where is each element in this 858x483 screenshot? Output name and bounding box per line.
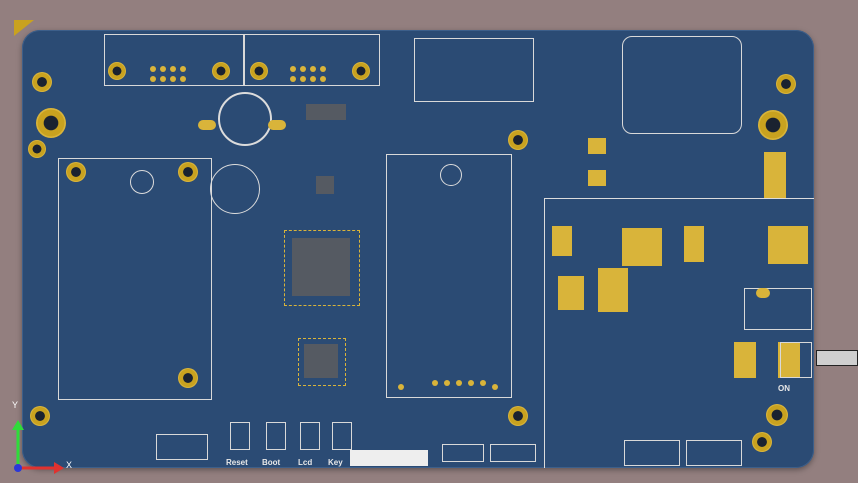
dc-jack [752,432,772,452]
usb-connector-1 [104,34,244,86]
power-switch-lever[interactable] [816,350,858,366]
power-switch[interactable] [780,342,812,378]
usb-shield-pad [250,62,268,80]
mounting-hole [30,406,50,426]
usb-pin [170,76,176,82]
mounting-hole [178,162,198,182]
mounting-hole [28,140,46,158]
small-chip [306,104,346,120]
reset-button[interactable] [230,422,250,450]
power-connector-pad [756,288,770,298]
usb-connector-2 [244,34,380,86]
lcd-button[interactable] [300,422,320,450]
header-pin [468,380,474,386]
key-button[interactable] [332,422,352,450]
usb-pin [300,76,306,82]
mounting-hole [32,72,52,92]
display-module [386,154,512,398]
usb-pin [310,66,316,72]
usb-pin [160,66,166,72]
ic2-outline [298,338,346,386]
section-divider [544,198,545,468]
mounting-hole [508,130,528,150]
regulator-pad [778,342,800,378]
header-pin [480,380,486,386]
lcd-button-label: Lcd [298,458,313,467]
usb-pin [310,76,316,82]
usb-pin [320,76,326,82]
battery-pad [198,120,216,130]
bottom-connector [350,450,428,466]
battery-holder [218,92,272,146]
boot-button-label: Boot [262,458,281,467]
bottom-header [442,444,484,462]
y-axis-label: Y [12,400,19,410]
pcb-board[interactable]: Reset Boot Lcd Key ON [22,30,814,468]
usb-pin [320,66,326,72]
mcu-chip [292,238,350,296]
usb-pin [150,66,156,72]
usb-pin [150,76,156,82]
power-switch-label: ON [778,384,790,393]
mounting-hole [776,74,796,94]
small-chip [316,176,334,194]
header-pin [398,384,404,390]
regulator-pad [768,226,808,264]
mounting-hole [66,162,86,182]
sd-card-slot [58,158,212,400]
power-inductor [764,152,786,198]
mcu-outline [284,230,360,306]
usb-shield-pad [352,62,370,80]
regulator-pad [684,226,704,262]
header-pin [456,380,462,386]
usb-pin [160,76,166,82]
boot-button[interactable] [266,422,286,450]
key-button-label: Key [328,458,343,467]
regulator-pad [734,342,756,378]
origin-marker-icon [14,20,34,36]
power-inductor [588,138,606,154]
header-pin [432,380,438,386]
display-circle [440,164,462,186]
usb-pin [180,66,186,72]
usb-pin [180,76,186,82]
usb-pin [300,66,306,72]
mounting-hole [766,404,788,426]
header-pin [444,380,450,386]
usb-shield-pad [108,62,126,80]
bottom-header [156,434,208,460]
regulator-pad [558,276,584,310]
usb-shield-pad [212,62,230,80]
relay-module [414,38,534,102]
usb-pin [170,66,176,72]
regulator-pad [552,226,572,256]
usb-pin [290,76,296,82]
power-connector [744,288,812,330]
bottom-header [490,444,536,462]
axis-gizmo-icon [12,420,64,474]
mounting-hole [178,368,198,388]
usb-pin [290,66,296,72]
section-divider [544,198,814,199]
regulator-pad [622,228,662,266]
bottom-header [624,440,680,466]
x-axis-label: X [66,460,73,470]
ic2-chip [304,344,338,378]
radio-module [622,36,742,134]
power-inductor [588,170,606,186]
mounting-hole [508,406,528,426]
header-pin [492,384,498,390]
buzzer [210,164,260,214]
mounting-hole [36,108,66,138]
battery-pad [268,120,286,130]
axis-gizmo: Y X [6,396,86,476]
sd-card-circle [130,170,154,194]
reset-button-label: Reset [226,458,248,467]
regulator-pad [598,268,628,312]
bottom-header [686,440,742,466]
mounting-hole [758,110,788,140]
